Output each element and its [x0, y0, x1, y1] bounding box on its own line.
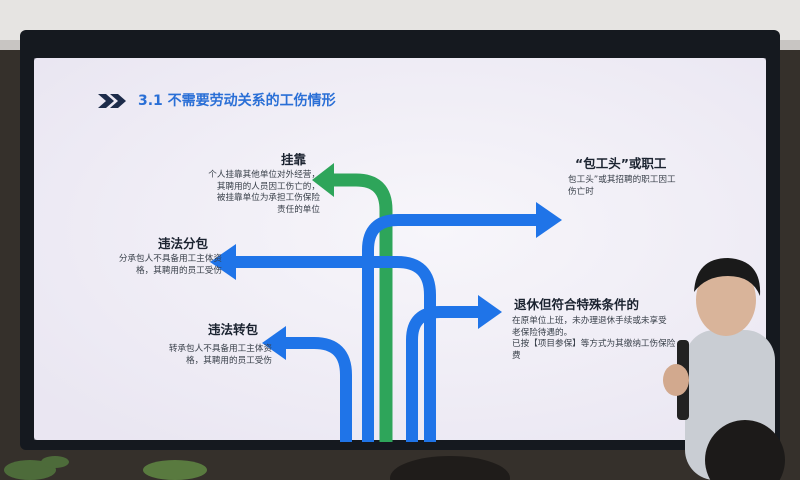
arrowhead-green-icon: [312, 163, 334, 197]
desc-line: 责任的单位: [277, 204, 320, 215]
arrow-tuixiu: [406, 306, 480, 442]
desc-line: 包工头”或其招聘的职工因工: [568, 175, 676, 185]
arrowhead-left-icon: [262, 326, 286, 360]
desc-guakao: 个人挂靠其他单位对外经营， 其聘用的人员因工伤亡的， 被挂靠单位为承担工伤保险 …: [190, 170, 320, 216]
title-chevron-icon: [98, 94, 126, 108]
desc-line: 转承包人不具备用工主体资: [168, 344, 272, 354]
presenter-face: [696, 264, 756, 336]
desc-zhuanbao: 转承包人不具备用工主体资 格，其聘用的员工受伤: [140, 344, 272, 367]
presenter-hair: [694, 258, 761, 296]
presenter-hand: [663, 364, 689, 396]
desc-line: 被挂靠单位为承担工伤保险: [216, 193, 320, 204]
screen-glare: [34, 58, 766, 440]
plant-mid: [143, 460, 207, 480]
desc-line: 在原单位上班，未办理退休手续或未享受: [512, 316, 667, 326]
arrow-guakao-green: [330, 173, 393, 442]
heading-baogongtou: “包工头”或职工: [575, 156, 667, 171]
arrow-diagram: [230, 173, 540, 442]
desc-fenbao: 分承包人不具备用工主体资 格，其聘用的员工受伤: [92, 254, 222, 277]
desc-line: 个人挂靠其他单位对外经营，: [208, 170, 320, 180]
audience-head: [705, 420, 785, 480]
heading-guakao: 挂靠: [281, 152, 307, 167]
audience-head: [390, 456, 510, 480]
heading-fenbao: 违法分包: [158, 236, 209, 251]
desc-baogongtou: 包工头”或其招聘的职工因工 伤亡时: [568, 175, 718, 198]
desc-line: 费: [512, 350, 521, 361]
arrowhead-left-icon: [210, 244, 236, 280]
heading-zhuanbao: 违法转包: [208, 322, 259, 337]
desc-tuixiu: 在原单位上班，未办理退休手续或未享受 老保险待遇的。 已按【项目参保】等方式为其…: [512, 316, 712, 362]
arrow-zhuanbao: [280, 337, 352, 442]
desc-line: 已按【项目参保】等方式为其缴纳工伤保险: [512, 339, 676, 350]
desc-line: 其聘用的人员因工伤亡的，: [216, 181, 320, 192]
heading-tuixiu: 退休但符合特殊条件的: [514, 297, 640, 312]
arrowhead-right-icon: [536, 202, 562, 238]
desc-line: 格，其聘用的员工受伤: [186, 355, 272, 366]
desc-line: 格，其聘用的员工受伤: [136, 265, 222, 276]
slide-title: 3.1 不需要劳动关系的工伤情形: [138, 93, 336, 109]
desc-line: 伤亡时: [568, 186, 594, 197]
plant-left: [4, 456, 69, 480]
arrowhead-right-icon: [478, 295, 502, 329]
desc-line: 分承包人不具备用工主体资: [118, 254, 222, 264]
arrow-baogongtou: [362, 214, 540, 442]
arrow-fenbao: [230, 256, 436, 442]
desc-line: 老保险待遇的。: [512, 327, 573, 338]
